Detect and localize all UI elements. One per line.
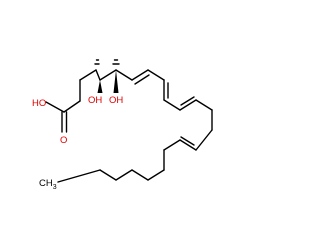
carboxyl-oh-label: HO [32,98,46,109]
carbonyl-o-label: O [60,135,67,146]
bond-c11-c12-inner [180,96,195,106]
polyene-chain [57,69,213,183]
bond-c7-c8-inner [134,74,150,85]
hydroxyl-label-c5: OH [88,95,102,106]
bond-c8-c9 [147,69,165,81]
bond-c16-c17 [163,139,181,151]
terminal-methyl: CH3 [39,178,57,191]
bond-c20-c21 [115,169,133,181]
bond-c14-c15 [195,129,213,151]
bond-c10-c11 [163,99,181,111]
stereo-wedge-c5 [97,80,103,93]
bond-c5-c6 [99,69,117,81]
molecule-structure: HO O OH OH [32,59,213,191]
methyl-label: CH3 [39,178,57,191]
bond-c1-oh [45,101,65,113]
bond-c7-c8 [131,69,149,81]
hydroxyl-label-c6: OH [109,95,123,106]
bond-c1-c2 [63,100,81,113]
bond-c11-c12 [179,99,197,111]
bond-c21-c22 [99,169,117,181]
stereo-wedge-c6 [113,70,119,93]
chain-c2-c6 [79,69,133,102]
bond-c3-c4 [79,69,97,81]
bond-c15-c16 [179,139,197,151]
bond-c15-c16-inner [180,136,195,146]
hydroxyl-c6: OH [109,59,123,106]
bond-c12-c13 [195,99,213,111]
hydroxyl-c5: OH [88,59,103,106]
bond-c18-c19 [147,169,165,181]
skeletal-formula: HO O OH OH [32,59,213,191]
bond-c22-ch3 [57,169,101,183]
carboxyl-group: HO O [32,98,81,146]
bond-c6-c7 [115,69,133,81]
bond-c19-c20 [131,169,149,181]
bond-c4-c5 [95,69,101,81]
